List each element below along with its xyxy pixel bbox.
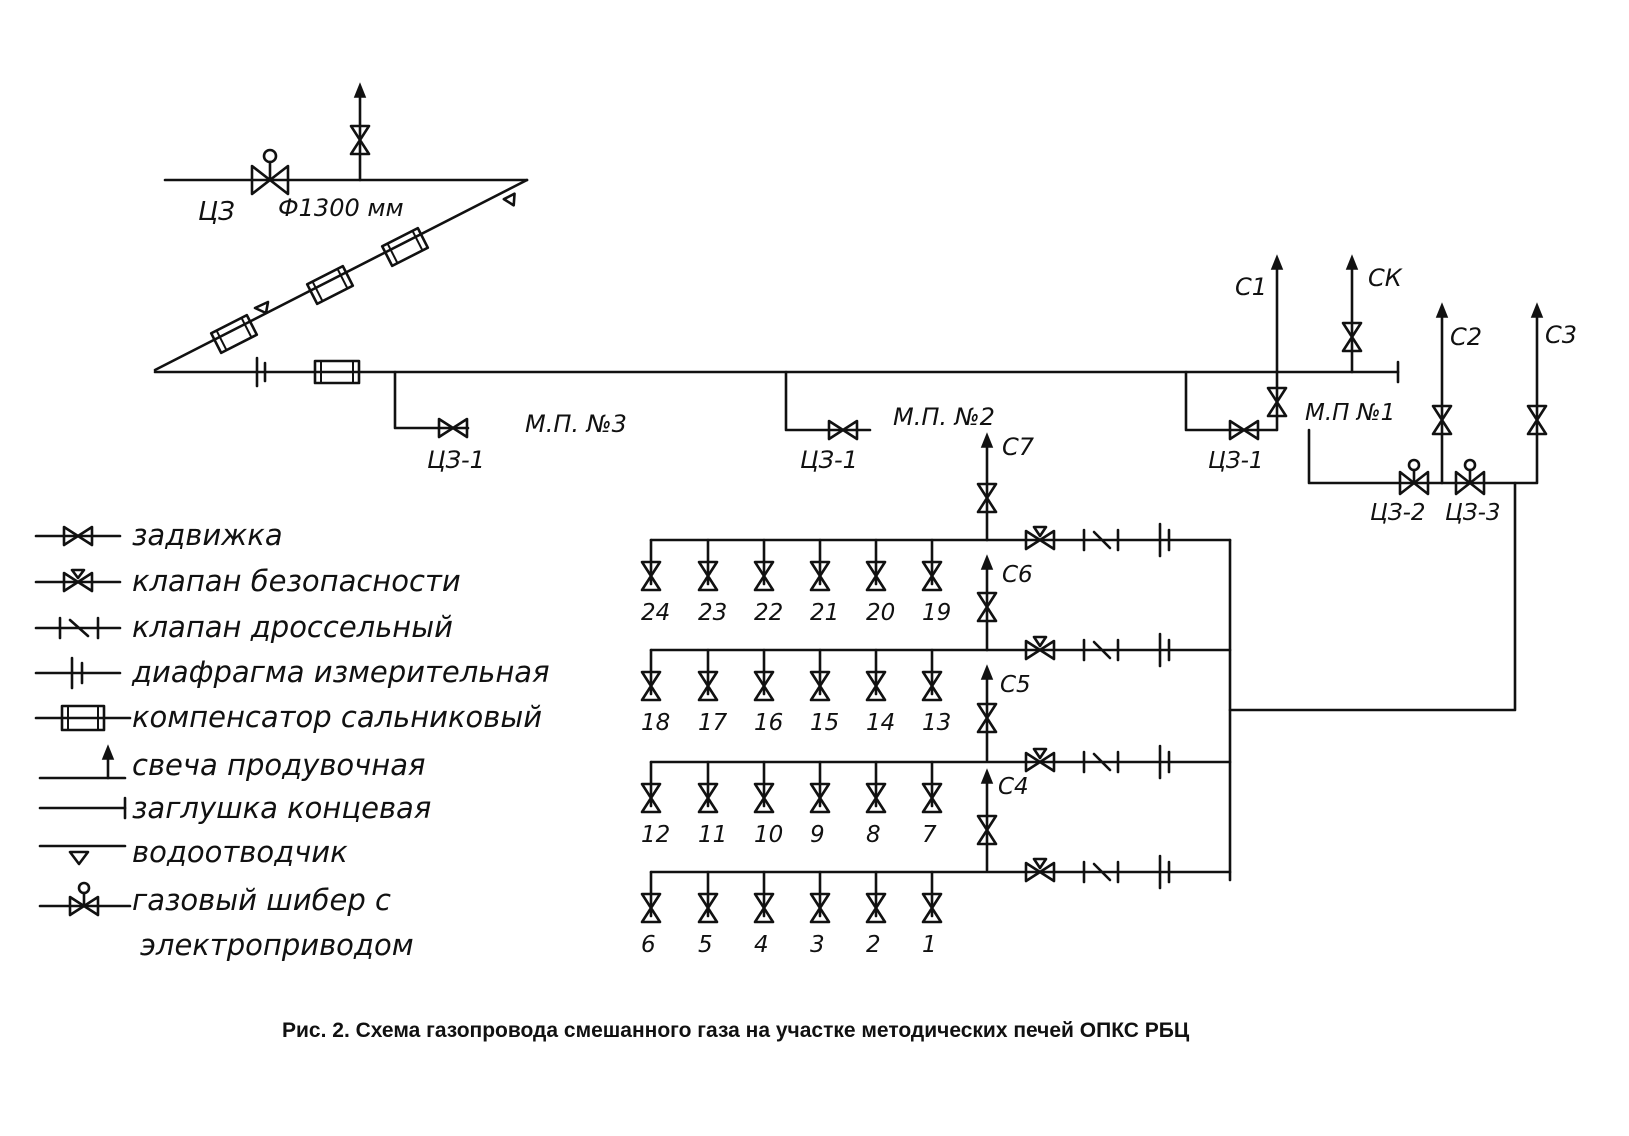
burner-number: 5	[698, 932, 713, 958]
cz-main-label: ЦЗ	[198, 197, 235, 227]
legend-item-label: компенсатор сальниковый	[132, 700, 542, 734]
gland-compensator-icon	[34, 704, 132, 732]
c3-label: С3	[1545, 321, 1577, 349]
orifice-plate-icon	[1158, 522, 1171, 558]
upper-inlet-section: ЦЗ Ф1300 мм	[153, 82, 529, 372]
safety-valve-icon	[1024, 635, 1056, 661]
branch-mp3: М.П. №3 ЦЗ-1	[393, 370, 627, 474]
burner-row: 18 17 16 15 14 13	[640, 632, 1232, 736]
burner-number: 10	[754, 822, 783, 848]
throttle-valve-icon	[1082, 750, 1120, 774]
branch-mp1: М.П №1 ЦЗ-1	[1184, 370, 1517, 712]
gland-compensator-icon	[305, 264, 355, 306]
burner-number: 24	[641, 600, 670, 626]
orifice-plate-icon	[1158, 854, 1171, 890]
throttle-valve-icon	[1082, 860, 1120, 884]
burner-number: 1	[922, 932, 937, 958]
end-cap-icon	[38, 796, 127, 820]
throttle-valve-icon	[34, 616, 122, 640]
burner-number: 13	[922, 710, 951, 736]
drain-icon	[38, 844, 127, 866]
cz1-label-mp1: ЦЗ-1	[1208, 448, 1264, 474]
cz1-label-mp2: ЦЗ-1	[800, 446, 858, 474]
safety-valve-icon	[1024, 857, 1056, 883]
c4-label: С4	[998, 774, 1029, 800]
burner-number: 8	[866, 822, 881, 848]
throttle-valve-icon	[1082, 638, 1120, 662]
orifice-plate-icon	[1158, 744, 1171, 780]
mp2-label: М.П. №2	[893, 403, 995, 431]
legend-item-label: газовый шибер с	[132, 883, 391, 917]
legend-item-label: электроприводом	[140, 928, 414, 962]
ck-label: СК	[1368, 264, 1403, 292]
burner-number: 4	[754, 932, 769, 958]
burner-number: 16	[754, 710, 783, 736]
c7-label: С7	[1002, 433, 1035, 461]
mp3-label: М.П. №3	[525, 410, 627, 438]
motorized-gate-icon	[1454, 458, 1486, 496]
burner-number: 9	[810, 822, 825, 848]
figure-caption: Рис. 2. Схема газопровода смешанного газ…	[282, 1019, 1190, 1042]
gland-compensator-icon	[313, 359, 361, 385]
motorized-gate-icon	[1398, 458, 1430, 496]
diameter-label: Ф1300 мм	[278, 194, 404, 222]
safety-valve-icon	[1024, 747, 1056, 773]
legend-item-label: клапан безопасности	[132, 564, 461, 598]
cz3-label: ЦЗ-3	[1445, 500, 1501, 526]
orifice-plate-icon	[1158, 632, 1171, 668]
burner-row: 6 5 4 3 2 1	[640, 854, 1232, 958]
c2-label: С2	[1450, 323, 1482, 351]
burner-row: 24 23 22 21 20 19	[640, 522, 1232, 626]
legend-item-label: задвижка	[132, 518, 283, 552]
burner-number: 21	[810, 600, 839, 626]
gland-compensator-icon	[380, 226, 430, 268]
safety-valve-icon	[1024, 525, 1056, 551]
burner-number: 14	[866, 710, 895, 736]
burner-number: 15	[810, 710, 839, 736]
main-header-pipe	[153, 356, 1400, 388]
cz2-cz3-section: С2 С3 ЦЗ-2 ЦЗ-3	[1370, 302, 1577, 526]
burner-number: 18	[641, 710, 670, 736]
drain-icon	[253, 300, 270, 315]
orifice-plate-icon	[34, 656, 122, 690]
legend-item-label: заглушка концевая	[132, 791, 431, 825]
burner-number: 12	[641, 822, 670, 848]
burner-number: 11	[698, 822, 727, 848]
burner-number: 2	[866, 932, 881, 958]
orifice-plate-icon	[255, 356, 267, 388]
c6-label: С6	[1002, 562, 1033, 588]
mp1-label: М.П №1	[1305, 400, 1395, 426]
c5-label: С5	[1000, 672, 1031, 698]
purge-candles-burners: С7 С6 С5 С4	[976, 432, 1035, 872]
burner-number: 23	[698, 600, 727, 626]
legend-item-label: клапан дроссельный	[132, 610, 453, 644]
safety-valve-icon	[34, 568, 122, 593]
cz1-label-mp3: ЦЗ-1	[427, 446, 485, 474]
legend-icons	[34, 525, 132, 917]
legend: задвижка клапан безопасности клапан дроссе…	[131, 518, 550, 962]
legend-item-label: свеча продувочная	[132, 748, 425, 782]
gate-valve-icon	[34, 525, 122, 547]
motorized-gate-icon	[38, 881, 132, 917]
drain-icon	[502, 192, 516, 207]
legend-item-label: водоотводчик	[132, 835, 348, 869]
burner-row: 12 11 10 9 8 7	[640, 744, 1232, 848]
purge-candle-icon	[38, 744, 127, 780]
burner-number: 17	[698, 710, 728, 736]
burner-number: 6	[641, 932, 656, 958]
burner-number: 22	[754, 600, 783, 626]
burner-number: 7	[922, 822, 937, 848]
cz2-label: ЦЗ-2	[1370, 500, 1426, 526]
burner-number: 20	[866, 600, 895, 626]
gland-compensator-icon	[209, 313, 259, 355]
c1-label: С1	[1235, 273, 1267, 301]
motorized-gate-icon	[250, 148, 290, 196]
legend-item-label: диафрагма измерительная	[131, 655, 550, 689]
burner-number: 19	[922, 600, 951, 626]
throttle-valve-icon	[1082, 528, 1120, 552]
branch-mp2: М.П. №2 ЦЗ-1	[784, 370, 995, 474]
burner-number: 3	[810, 932, 825, 958]
